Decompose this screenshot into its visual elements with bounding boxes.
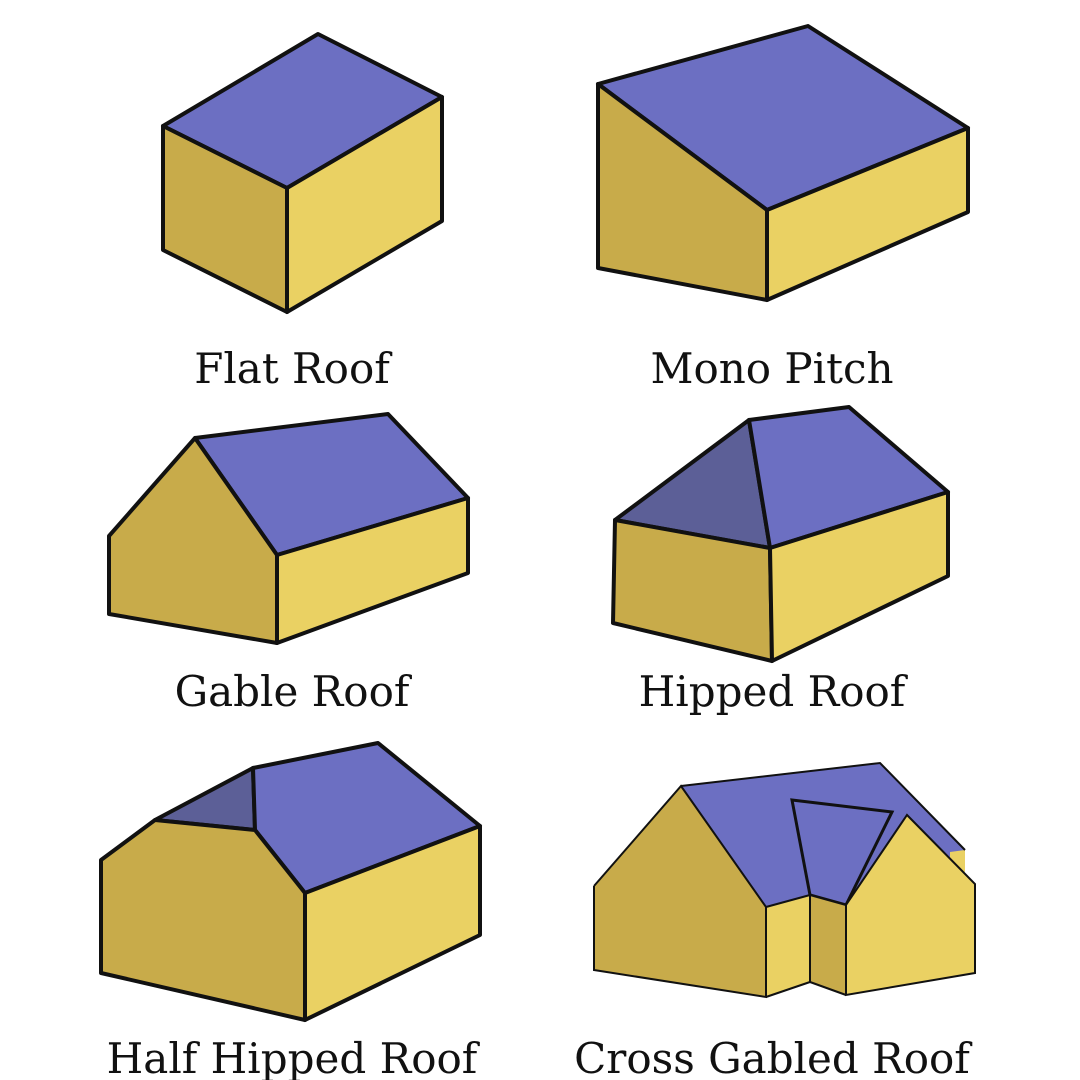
cross-gabled-roof-valley-wall xyxy=(766,895,810,997)
gable-roof-illustration xyxy=(107,412,470,645)
mono-pitch-caption: Mono Pitch xyxy=(650,344,894,393)
mono-pitch-right-wall xyxy=(765,126,970,302)
cross-gabled-roof-outlines xyxy=(593,761,976,999)
hipped-roof-side-wall xyxy=(768,490,950,663)
cross-gabled-roof-illustration xyxy=(593,761,976,999)
flat-roof-illustration xyxy=(161,32,444,314)
half-hipped-roof-caption: Half Hipped Roof xyxy=(106,1034,478,1080)
cross-gabled-roof-caption: Cross Gabled Roof xyxy=(574,1034,970,1080)
gable-roof-caption: Gable Roof xyxy=(174,667,410,716)
gable-roof-side-wall xyxy=(275,496,470,645)
half-hipped-roof-side-wall xyxy=(303,824,482,1022)
cross-gabled-roof-inner-wall xyxy=(810,895,846,995)
flat-roof-right-wall xyxy=(285,95,444,314)
hipped-roof-caption: Hipped Roof xyxy=(638,667,906,716)
half-hipped-roof-illustration xyxy=(99,741,482,1022)
cross-gabled-roof-left-gable-wall xyxy=(594,786,766,997)
flat-roof-caption: Flat Roof xyxy=(194,344,390,393)
cross-gabled-roof-right-gable-wall xyxy=(846,815,975,995)
hipped-roof-illustration xyxy=(611,405,950,663)
mono-pitch-illustration xyxy=(596,24,970,302)
